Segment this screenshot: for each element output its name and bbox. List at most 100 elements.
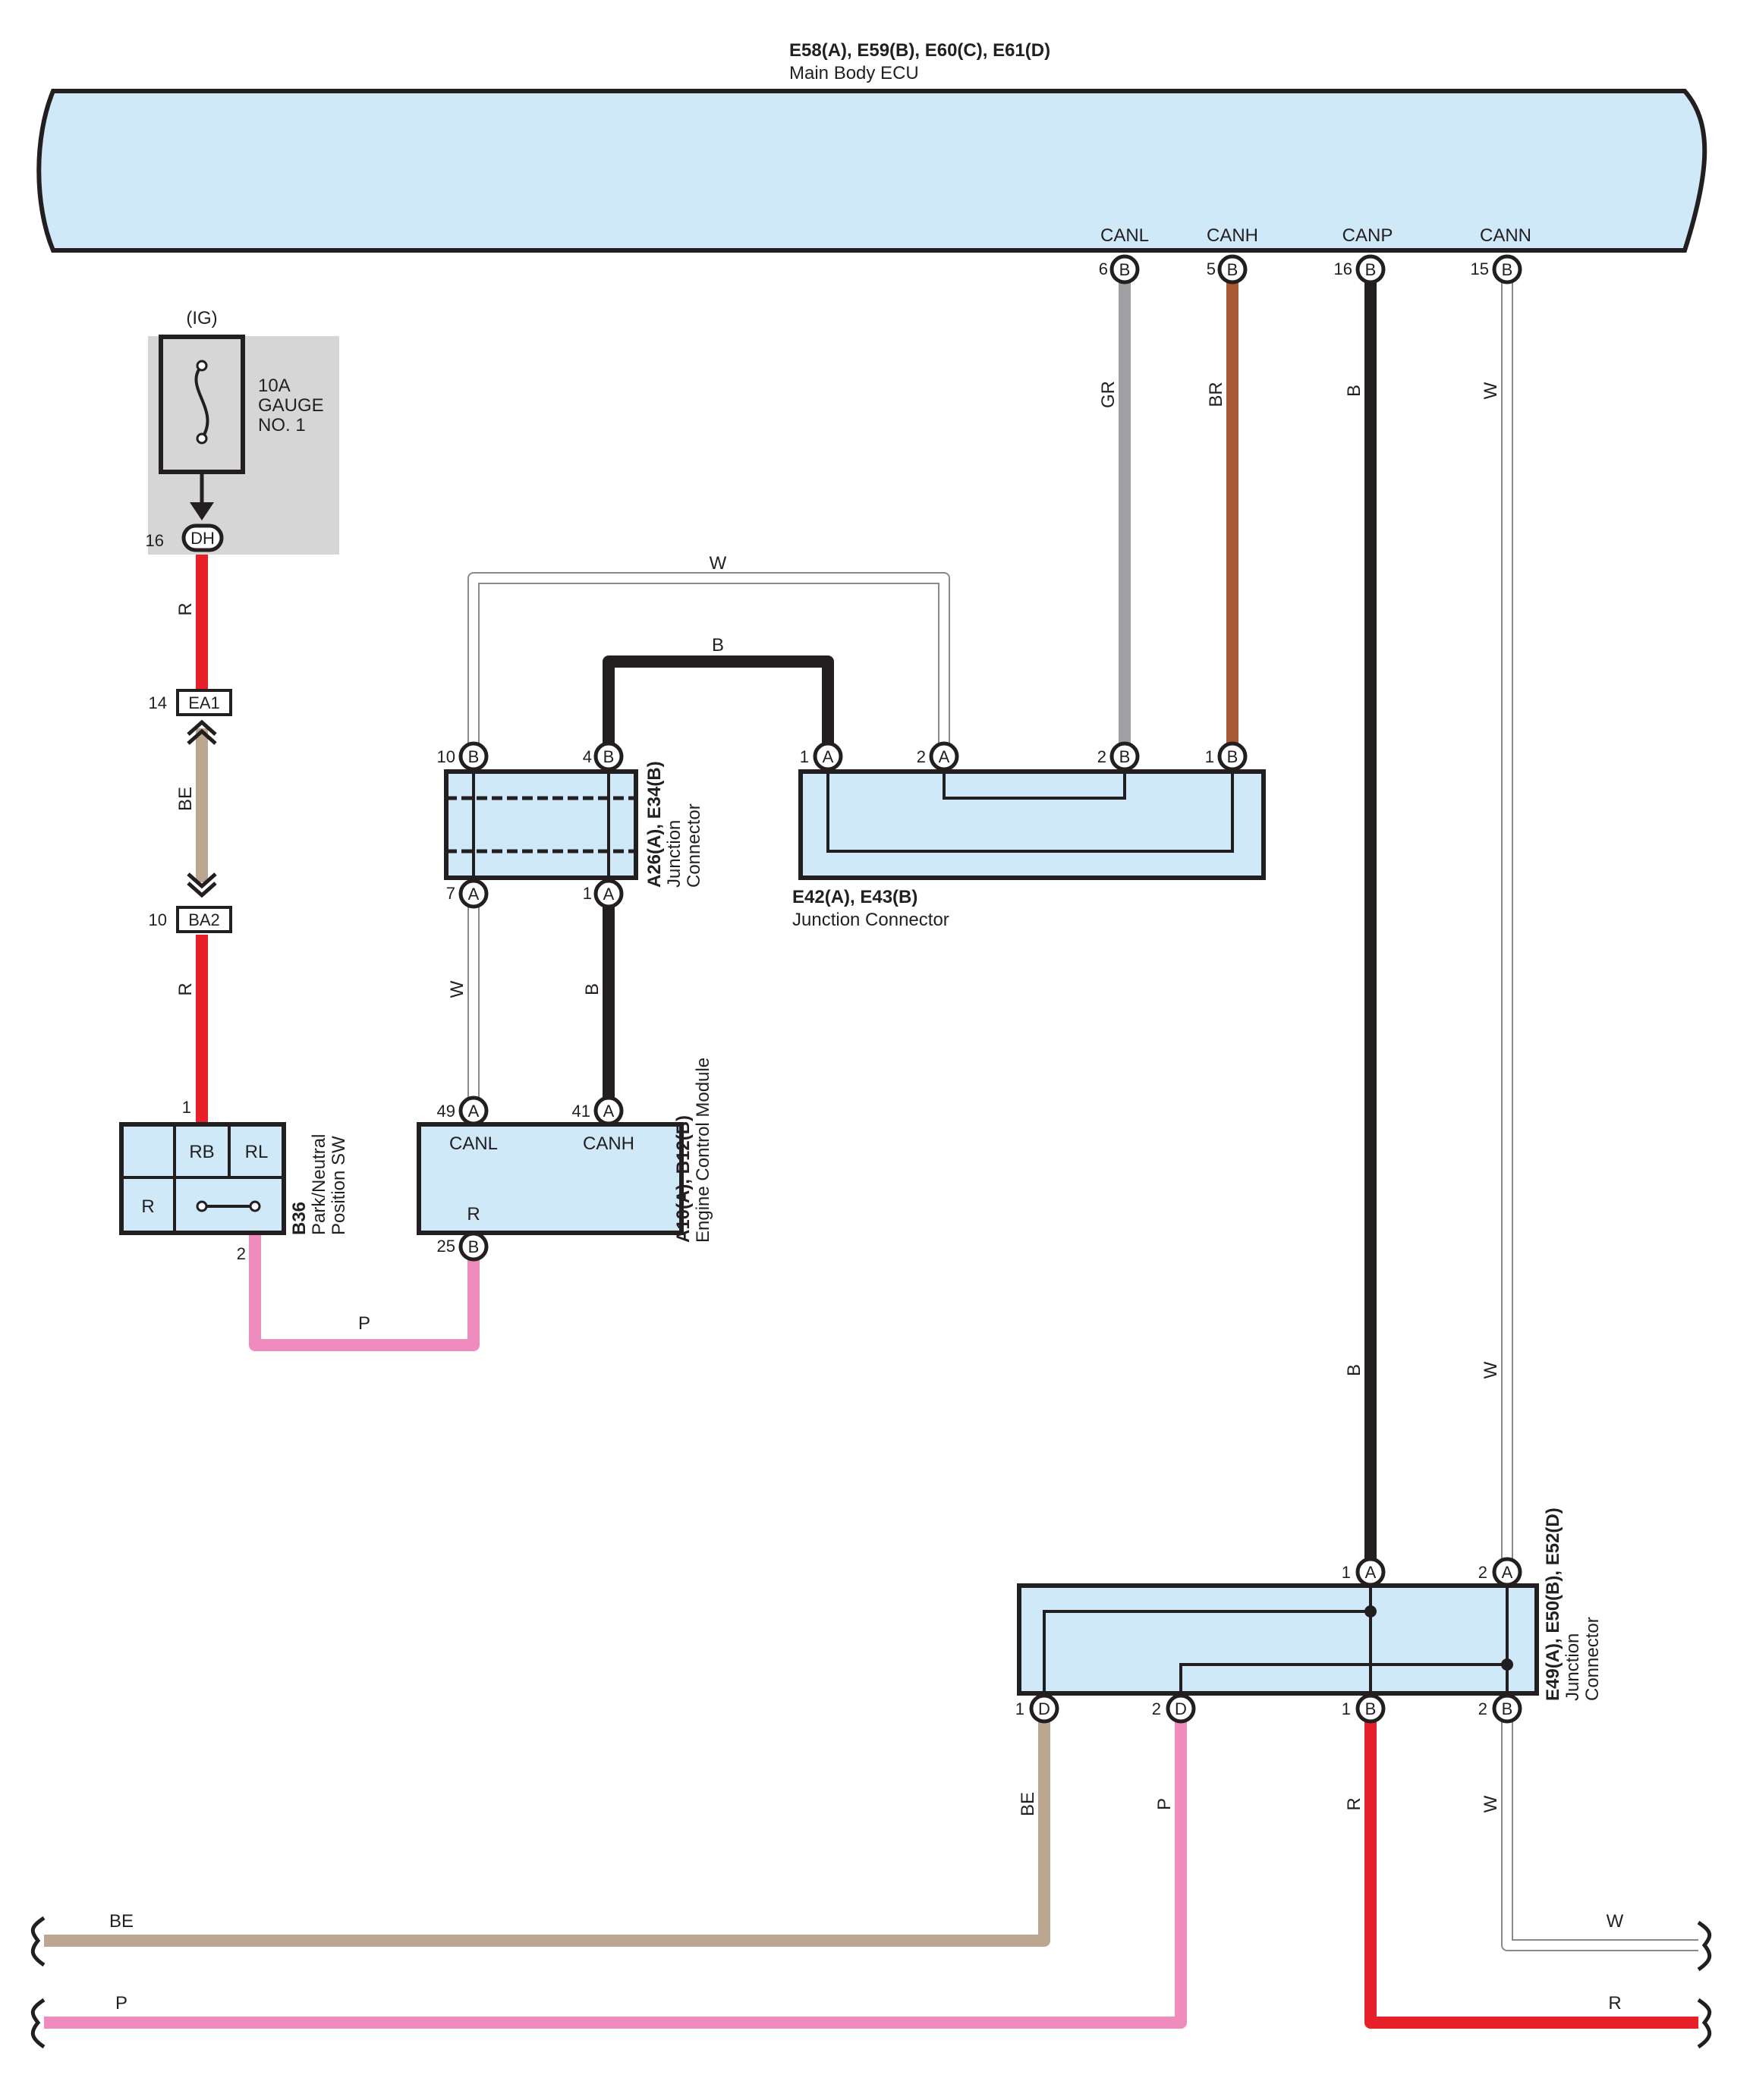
junction-connector-e42: E42(A), E43(B) Junction Connector bbox=[792, 769, 1266, 930]
ecm-canl-label: CANL bbox=[449, 1133, 498, 1154]
pin-circle bbox=[929, 741, 959, 772]
wire-label-be-mid: BE bbox=[175, 787, 196, 811]
jc-a26-body bbox=[444, 769, 638, 880]
wire-label-gr: GR bbox=[1098, 381, 1119, 408]
jc-e42-id: E42(A), E43(B) bbox=[792, 887, 917, 907]
jc-e49-pin-2b: 2 B bbox=[1478, 1693, 1522, 1724]
jc-e42-pin-2a: 2 A bbox=[917, 741, 959, 772]
pin-number: 2 bbox=[917, 747, 926, 766]
pin-connector-letter: A bbox=[823, 747, 834, 766]
pin-number: 10 bbox=[437, 747, 455, 766]
pnp-cell-rb: RB bbox=[189, 1142, 214, 1162]
fuse-name-line2: NO. 1 bbox=[258, 415, 306, 435]
jc-a26-pin-4b: 4 B bbox=[583, 741, 624, 772]
wire-label-b-canp-mid: B bbox=[1344, 1364, 1364, 1376]
wire-w-bottom-inner bbox=[1503, 1722, 1698, 1950]
pnp-id: B36 bbox=[289, 1202, 310, 1235]
jc-e49-id: E49(A), E50(B), E52(D) bbox=[1543, 1507, 1563, 1701]
ecm-body bbox=[417, 1122, 684, 1235]
jc-e42-bus-outer bbox=[826, 772, 1234, 853]
pin-number: 1 bbox=[1205, 747, 1214, 766]
wire-p-bottom bbox=[44, 1722, 1187, 2029]
jc-a26-pin-10b: 10 B bbox=[437, 741, 489, 772]
ecu-pin-canh: 5 B bbox=[1207, 254, 1248, 285]
jc-a26-name1: Junction bbox=[664, 820, 685, 888]
wire-break-marks bbox=[30, 1916, 1712, 2049]
jc-e49-junction-dot-2 bbox=[1501, 1658, 1513, 1671]
connector-ea1-pin: 14 bbox=[149, 693, 167, 712]
wire-label-w-right: W bbox=[1607, 1911, 1624, 1932]
pin-number: 41 bbox=[572, 1102, 590, 1121]
pin-connector-letter: A bbox=[1365, 1563, 1377, 1582]
fuse-source: (IG) bbox=[186, 308, 217, 329]
jc-e49-body bbox=[1017, 1583, 1539, 1696]
pin-connector-letter: B bbox=[1502, 260, 1513, 279]
pin-connector-letter: B bbox=[1119, 260, 1131, 279]
wire-be-bottom bbox=[44, 1722, 1050, 1947]
pin-number: 1 bbox=[800, 747, 809, 766]
pin-connector-letter: B bbox=[1365, 260, 1377, 279]
pnp-switch-contact-left bbox=[196, 1200, 208, 1212]
pin-circle bbox=[593, 741, 624, 772]
wire-label-r-ba2: R bbox=[175, 982, 196, 995]
pin-connector-letter: D bbox=[1175, 1699, 1187, 1718]
wire-w-loop-inner bbox=[469, 574, 949, 743]
pin-circle bbox=[1492, 254, 1522, 285]
ecm-canh-label: CANH bbox=[583, 1133, 634, 1154]
break-right-w bbox=[1697, 1920, 1712, 1972]
fuse-name-line1: GAUGE bbox=[258, 395, 324, 416]
pin-circle bbox=[813, 741, 843, 772]
junction-connector-a26: A26(A), E34(B) Junction Connector bbox=[444, 761, 704, 888]
ecm-name: Engine Control Module bbox=[693, 1058, 713, 1243]
wire-label-w-cann-mid: W bbox=[1481, 1361, 1501, 1379]
jc-e49-junction-dot-1 bbox=[1364, 1605, 1377, 1617]
jc-e49-name1: Junction bbox=[1563, 1633, 1583, 1701]
pnp-name-line2: Position SW bbox=[329, 1136, 349, 1235]
pin-connector-letter: A bbox=[1502, 1563, 1513, 1582]
ecu-title: E58(A), E59(B), E60(C), E61(D) bbox=[789, 40, 1050, 61]
junction-connector-e49: E49(A), E50(B), E52(D) Junction Connecto… bbox=[1017, 1507, 1603, 1701]
wire-label-b-ecm: B bbox=[582, 983, 603, 995]
jc-a26-pin-1a: 1 A bbox=[583, 879, 624, 909]
jc-a26-id: A26(A), E34(B) bbox=[644, 761, 665, 888]
pin-connector-letter: B bbox=[468, 1237, 480, 1256]
ecm-id: A10(A), B12(B) bbox=[673, 1115, 694, 1243]
jc-e42-name: Junction Connector bbox=[792, 910, 949, 930]
ecu-pin-canl: 6 B bbox=[1099, 254, 1140, 285]
pin-circle bbox=[1029, 1693, 1059, 1724]
pin-number: 15 bbox=[1471, 259, 1489, 278]
jc-e49-pin-1b: 1 B bbox=[1342, 1693, 1386, 1724]
jc-e49-pin-1d: 1 D bbox=[1015, 1693, 1059, 1724]
break-right-r bbox=[1697, 1998, 1712, 2049]
connector-ea1-chevron-icon bbox=[187, 719, 217, 745]
fuse-terminal-dh bbox=[181, 523, 224, 552]
pin-connector-letter: B bbox=[1227, 747, 1238, 766]
pin-circle bbox=[1217, 254, 1248, 285]
wire-label-p-e49: P bbox=[1154, 1798, 1175, 1810]
break-left-be bbox=[30, 1916, 46, 1967]
jc-a26-pin-7a: 7 A bbox=[446, 879, 489, 909]
engine-control-module: CANL CANH R A10(A), B12(B) Engine Contro… bbox=[417, 1058, 713, 1243]
fuse-rating: 10A bbox=[258, 376, 291, 396]
jc-e49-bus-canp-branch bbox=[1043, 1610, 1371, 1693]
pin-circle bbox=[1166, 1693, 1196, 1724]
ecu-terminal-cann: CANN bbox=[1480, 225, 1531, 246]
pin-number: 7 bbox=[446, 884, 455, 903]
ecm-pin-25b: 25 B bbox=[437, 1231, 489, 1262]
ecu-pin-cann: 15 B bbox=[1471, 254, 1522, 285]
pin-circle bbox=[1492, 1557, 1522, 1587]
connector-ba2: BA2 10 bbox=[149, 872, 232, 933]
pin-circle bbox=[1109, 741, 1140, 772]
pin-number: 2 bbox=[1097, 747, 1106, 766]
pin-connector-letter: B bbox=[1227, 260, 1238, 279]
pnp-pin-top: 1 bbox=[182, 1098, 191, 1117]
jc-e42-pin-1a: 1 A bbox=[800, 741, 843, 772]
wire-label-br: BR bbox=[1206, 382, 1226, 407]
wire-label-p-b36: P bbox=[358, 1313, 370, 1334]
wire-label-b-loop: B bbox=[712, 635, 724, 655]
pin-number: 25 bbox=[437, 1237, 455, 1256]
pin-circle bbox=[1492, 1693, 1522, 1724]
pin-connector-letter: A bbox=[468, 1102, 480, 1121]
connector-ba2-pin: 10 bbox=[149, 910, 167, 929]
jc-e49-pin-2d: 2 D bbox=[1152, 1693, 1196, 1724]
